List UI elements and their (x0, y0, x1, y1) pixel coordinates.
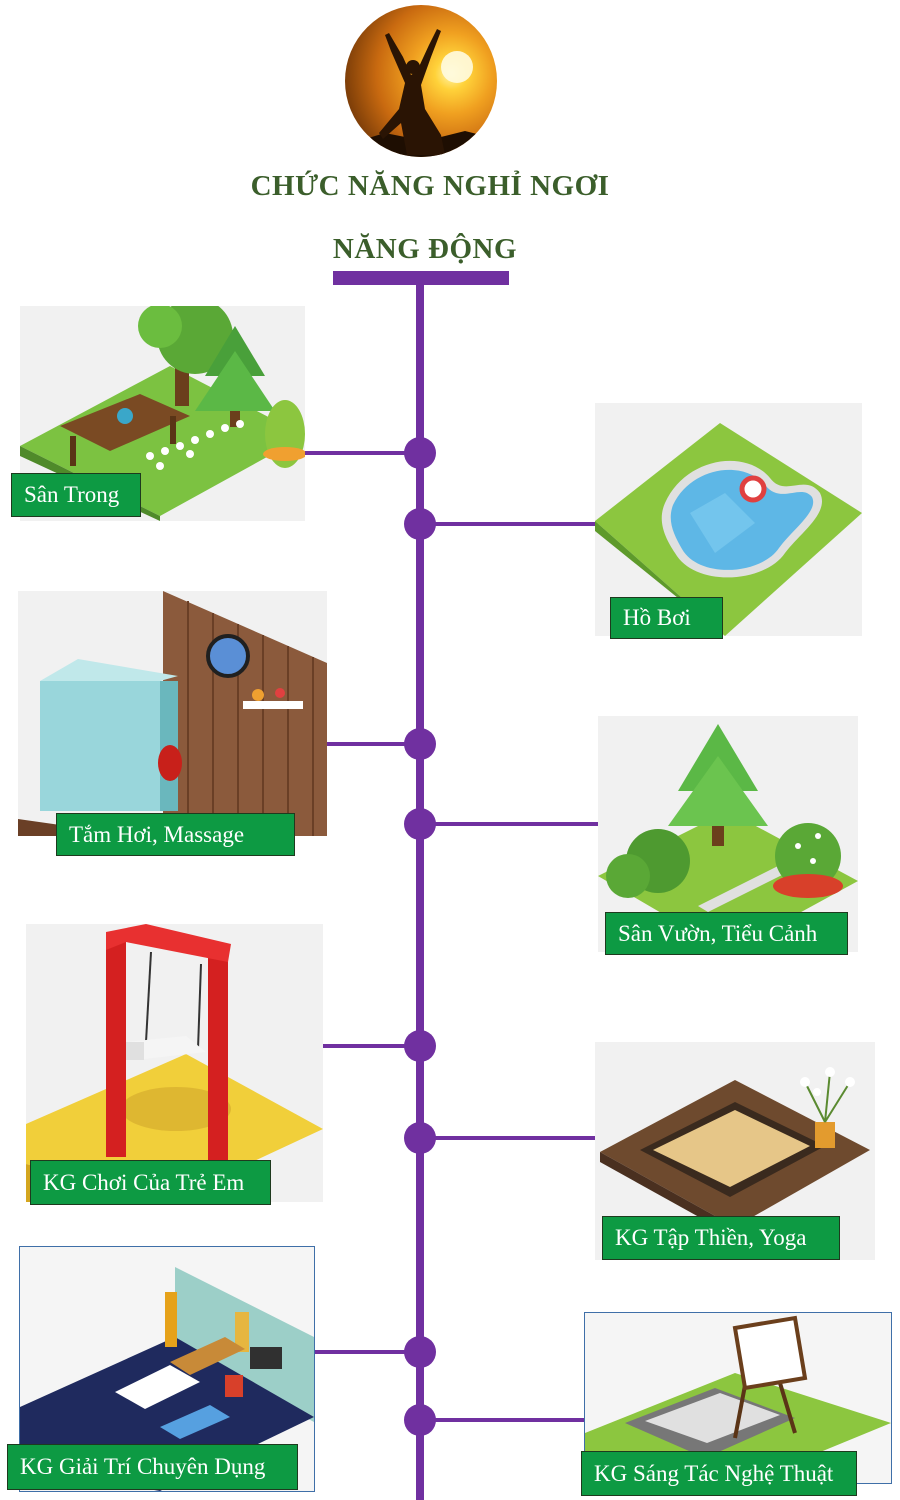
label-tam-hoi: Tắm Hơi, Massage (56, 813, 295, 856)
node-kg-sang-tac (404, 1404, 436, 1436)
connector-kg-choi (323, 1044, 420, 1048)
label-kg-yoga: KG Tập Thiền, Yoga (602, 1216, 840, 1260)
label-san-trong: Sân Trong (11, 473, 141, 517)
yoga-mat-illustration (600, 1067, 870, 1237)
connector-kg-yoga (420, 1136, 595, 1140)
connector-san-trong (305, 451, 420, 455)
title-underline (333, 271, 509, 285)
node-kg-giai-tri (404, 1336, 436, 1368)
connector-ho-boi (420, 522, 595, 526)
card-ho-boi (595, 403, 862, 636)
timeline-spine (416, 285, 424, 1500)
label-ho-boi: Hồ Bơi (610, 597, 723, 639)
label-san-vuon: Sân Vườn, Tiểu Cảnh (605, 912, 848, 955)
connector-kg-sang-tac (420, 1418, 585, 1422)
yoga-sunset-avatar (345, 5, 497, 157)
node-kg-choi (404, 1030, 436, 1062)
label-kg-giai-tri: KG Giải Trí Chuyên Dụng (7, 1444, 298, 1490)
page-subtitle: NĂNG ĐỘNG (332, 233, 518, 265)
node-san-vuon (404, 808, 436, 840)
label-kg-choi: KG Chơi Của Trẻ Em (30, 1160, 271, 1205)
node-ho-boi (404, 508, 436, 540)
node-kg-yoga (404, 1122, 436, 1154)
connector-san-vuon (420, 822, 598, 826)
label-kg-sang-tac: KG Sáng Tác Nghệ Thuật (581, 1451, 857, 1496)
yoga-pose-icon (345, 29, 497, 157)
sauna-illustration (18, 591, 327, 836)
connector-tam-hoi (327, 742, 420, 746)
garden-illustration (598, 724, 858, 952)
card-tam-hoi (18, 591, 327, 836)
node-tam-hoi (404, 728, 436, 760)
node-san-trong (404, 437, 436, 469)
page-title: CHỨC NĂNG NGHỈ NGƠI (250, 170, 610, 202)
connector-kg-giai-tri (313, 1350, 420, 1354)
